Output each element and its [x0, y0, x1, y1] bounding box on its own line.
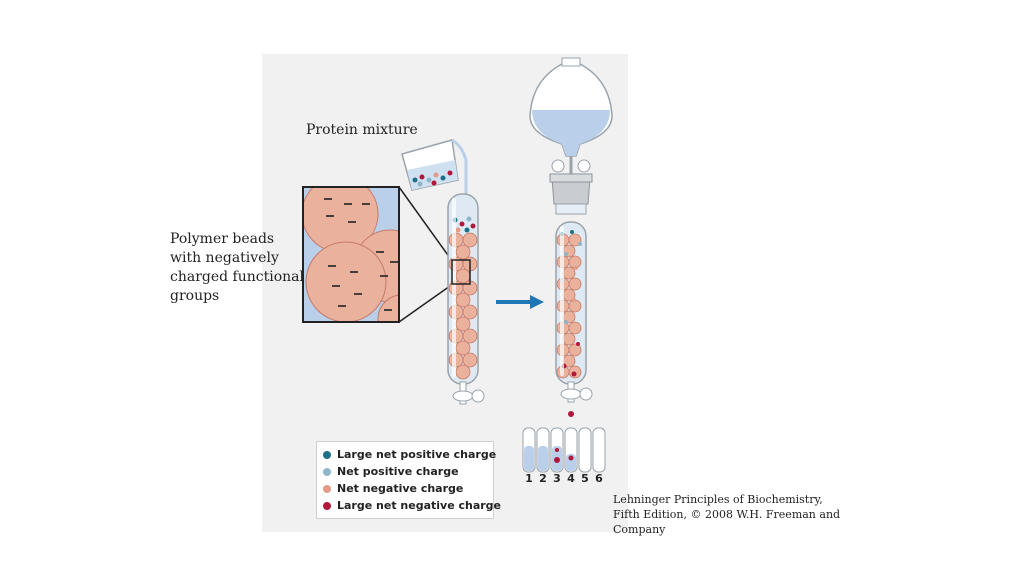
- legend-label: Net positive charge: [337, 465, 459, 478]
- polymer-beads-line: Polymer beads: [170, 231, 275, 247]
- separatory-funnel-icon: [529, 57, 613, 174]
- legend-row: Net positive charge: [323, 463, 487, 480]
- legend: Large net positive charge Net positive c…: [316, 441, 501, 519]
- fraction-number: 3: [553, 472, 561, 485]
- process-arrow-icon: [496, 295, 544, 309]
- legend-row: Large net negative charge: [323, 497, 501, 514]
- fraction-number: 1: [525, 472, 533, 485]
- legend-label: Net negative charge: [337, 482, 464, 495]
- legend-row: Large net positive charge: [323, 446, 496, 463]
- bead-zoom-inset: [302, 186, 400, 323]
- column-2-stopper: [549, 173, 593, 205]
- polymer-beads-label: Polymer beads with negatively charged fu…: [170, 230, 310, 306]
- legend-row: Net negative charge: [323, 480, 487, 497]
- legend-label: Large net negative charge: [337, 499, 502, 512]
- citation-line: Fifth Edition, © 2008 W.H. Freeman and: [613, 508, 841, 521]
- column-1-stopcock-icon: [452, 381, 485, 405]
- fraction-number: 6: [595, 472, 603, 485]
- fraction-number: 2: [539, 472, 547, 485]
- beaker-proteins: [412, 170, 453, 187]
- legend-dot-icon: [323, 501, 331, 510]
- protein-mixture-label: Protein mixture: [306, 122, 418, 138]
- legend-dot-icon: [323, 450, 331, 459]
- citation-line: Lehninger Principles of Biochemistry,: [613, 493, 823, 506]
- fraction-numbers: 1 2 3 4 5 6: [522, 472, 606, 485]
- zoom-connector-top: [398, 186, 451, 259]
- polymer-beads-line: with negatively: [170, 250, 279, 266]
- column-1: [447, 193, 479, 385]
- column-2-stopcock-icon: [560, 381, 593, 417]
- fraction-number: 4: [567, 472, 575, 485]
- citation: Lehninger Principles of Biochemistry, Fi…: [613, 492, 853, 537]
- polymer-beads-line: charged functional: [170, 269, 304, 285]
- zoom-connector-bottom: [398, 285, 451, 323]
- fraction-number: 5: [581, 472, 589, 485]
- ion-exchange-diagram: [302, 57, 613, 473]
- legend-dot-icon: [323, 467, 331, 476]
- fraction-tubes: [522, 427, 606, 473]
- negative-charge-marks: [324, 198, 398, 311]
- citation-line: Company: [613, 523, 666, 536]
- legend-label: Large net positive charge: [337, 448, 497, 461]
- legend-dot-icon: [323, 484, 331, 493]
- polymer-beads-line: groups: [170, 288, 220, 304]
- column-2: [555, 203, 587, 385]
